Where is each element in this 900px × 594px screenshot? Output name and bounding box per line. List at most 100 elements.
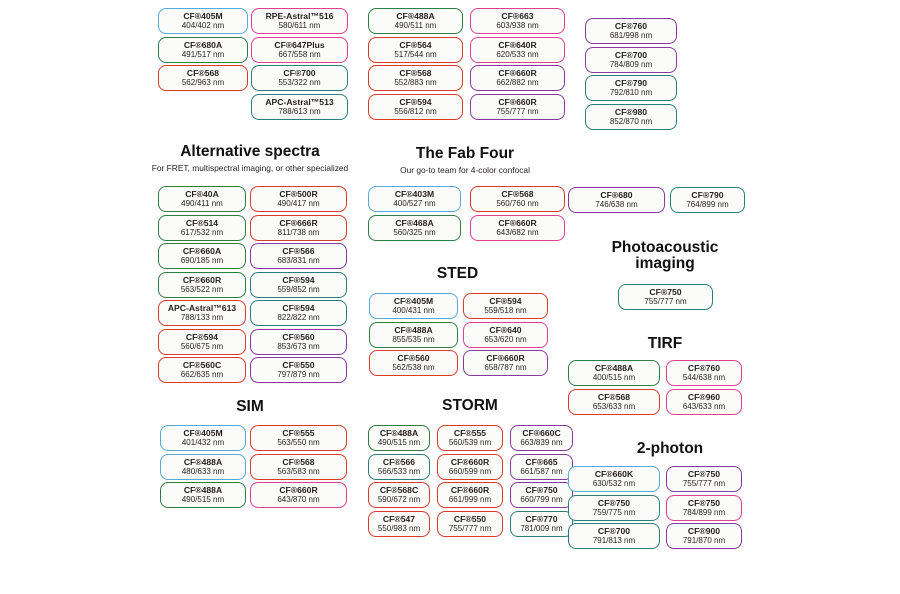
dye-name: APC-Astral™513 — [265, 96, 334, 107]
dye-wavelengths: 755/777 nm — [682, 479, 726, 489]
dye-wavelengths: 562/963 nm — [181, 78, 225, 88]
dye-name: CF®40A — [185, 189, 219, 200]
dye-wavelengths: 401/432 nm — [181, 438, 225, 448]
dye-name: CF®700 — [597, 526, 631, 537]
dye-wavelengths: 559/852 nm — [277, 284, 320, 294]
dye-wavelengths: 755/777 nm — [496, 106, 539, 116]
dye-name: CF®564 — [399, 39, 432, 50]
dye-name: CF®594 — [185, 331, 219, 342]
dye-name: CF®568C — [379, 485, 419, 496]
dye-name: CF®555 — [282, 428, 315, 439]
dye-wavelengths: 544/638 nm — [682, 373, 726, 383]
dye-wavelengths: 658/787 nm — [484, 363, 527, 373]
dye-name: CF®594 — [399, 96, 432, 107]
dye-wavelengths: 556/812 nm — [394, 106, 437, 116]
dye-wavelengths: 580/611 nm — [278, 21, 321, 31]
dye-wavelengths: 781/009 nm — [520, 523, 563, 533]
dye-name: CF®760 — [614, 21, 648, 32]
dye-name: CF®594 — [489, 296, 522, 307]
dye-name: CF®660K — [594, 469, 634, 480]
dye-wavelengths: 759/775 nm — [592, 507, 636, 517]
section-title: SIM — [236, 398, 264, 415]
dye-wavelengths: 550/983 nm — [377, 523, 421, 533]
section-photoacoustic: Photoacoustic imaging — [610, 239, 720, 273]
dye-name: CF®750 — [649, 287, 682, 298]
dye-name: CF®568 — [282, 456, 315, 467]
dye-name: CF®666R — [279, 217, 318, 228]
dye-wavelengths: 490/417 nm — [277, 199, 320, 209]
dye-wavelengths: 560/539 nm — [448, 438, 492, 448]
dye-wavelengths: 562/538 nm — [392, 363, 435, 373]
dye-name: CF®514 — [185, 217, 219, 228]
dye-name: CF®680 — [600, 190, 633, 201]
dye-wavelengths: 563/550 nm — [277, 438, 320, 448]
dye-wavelengths: 690/185 nm — [180, 256, 224, 266]
dye-wavelengths: 784/809 nm — [609, 59, 653, 69]
dye-wavelengths: 603/938 nm — [496, 21, 539, 31]
dye-wavelengths: 490/511 nm — [394, 21, 437, 31]
section-title: STORM — [442, 397, 498, 414]
dye-name: CF®488A — [396, 11, 435, 22]
section-sted: STED — [365, 265, 550, 282]
dye-wavelengths: 653/633 nm — [592, 401, 636, 411]
dye-name: CF®594 — [282, 274, 315, 285]
dye-wavelengths: 852/870 nm — [609, 116, 653, 126]
dye-wavelengths: 791/870 nm — [682, 536, 726, 546]
dye-name: CF®665 — [525, 456, 558, 467]
dye-wavelengths: 400/515 nm — [592, 373, 636, 383]
dye-name: CF®750 — [525, 485, 558, 496]
dye-wavelengths: 630/532 nm — [592, 479, 636, 489]
dye-wavelengths: 660/599 nm — [448, 466, 492, 476]
dye-wavelengths: 681/998 nm — [609, 31, 653, 41]
dye-name: CF®660R — [486, 353, 525, 364]
dye-name: CF®750 — [687, 469, 721, 480]
section-title: Alternative spectra — [180, 143, 320, 160]
dye-wavelengths: 667/558 nm — [278, 49, 321, 59]
dye-wavelengths: 491/517 nm — [181, 49, 225, 59]
section-tirf: TIRF — [605, 335, 725, 352]
dye-wavelengths: 480/633 nm — [181, 466, 225, 476]
section-storm: STORM — [380, 397, 560, 414]
dye-wavelengths: 560/675 nm — [180, 341, 224, 351]
dye-wavelengths: 797/879 nm — [277, 370, 320, 380]
